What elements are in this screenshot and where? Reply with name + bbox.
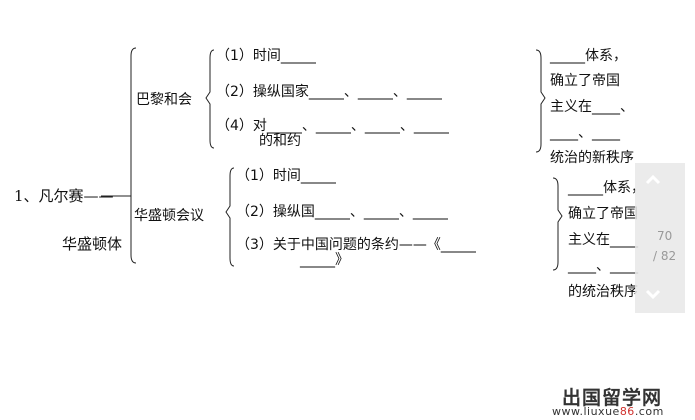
washington-result-line-1: _____体系， bbox=[568, 180, 645, 196]
paris-item-4-subtext: 的和约 bbox=[259, 133, 301, 149]
paris-item-1: （1）时间_____ bbox=[216, 48, 316, 64]
watermark-url-suffix: .com bbox=[634, 405, 664, 418]
washington-item-3: （3）关于中国问题的条约——《_____ bbox=[236, 237, 476, 253]
paris-conference-title: 巴黎和会 bbox=[136, 92, 192, 108]
washington-conference-title: 华盛顿会议 bbox=[134, 208, 204, 224]
watermark-logo-text: 出国留学网 bbox=[562, 387, 663, 409]
washington-item-3-subtext: _____》 bbox=[300, 252, 349, 268]
watermark-url-prefix: www.liuxue bbox=[552, 405, 620, 418]
watermark-url: www.liuxue86.com bbox=[552, 405, 664, 418]
root-label: 1、凡尔赛—— bbox=[14, 187, 114, 205]
total-pages: / 82 bbox=[653, 249, 677, 263]
paris-result-line-3: 主义在____、 bbox=[550, 99, 634, 115]
root-label-continued: 华盛顿体 bbox=[62, 235, 123, 253]
current-page: 70 bbox=[657, 229, 673, 243]
washington-item-1: （1）时间_____ bbox=[236, 168, 336, 184]
paris-item-4: （4）对_____、_____、_____、_____ bbox=[216, 118, 449, 134]
paris-result-line-5: 统治的新秩序 bbox=[550, 150, 634, 166]
washington-result-line-2: 确立了帝国 bbox=[568, 206, 638, 222]
washington-result-line-3: 主义在____ bbox=[568, 232, 638, 248]
washington-result-line-5: 的统治秩序 bbox=[568, 284, 638, 300]
watermark-url-highlight: 86 bbox=[619, 405, 635, 418]
chevron-up-icon[interactable] bbox=[645, 173, 661, 189]
chevron-down-icon[interactable] bbox=[645, 287, 661, 303]
washington-item-2: （2）操纵国_____、_____、_____ bbox=[236, 204, 448, 220]
paris-item-2: （2）操纵国家_____、_____、_____ bbox=[216, 84, 442, 100]
paris-result-line-2: 确立了帝国 bbox=[550, 73, 620, 89]
paris-result-line-1: _____体系， bbox=[550, 48, 627, 64]
page-navigator[interactable]: 70 / 82 bbox=[635, 163, 685, 313]
washington-result-line-4: ____、____ bbox=[568, 258, 638, 274]
paris-result-line-4: ____、____ bbox=[550, 125, 620, 141]
